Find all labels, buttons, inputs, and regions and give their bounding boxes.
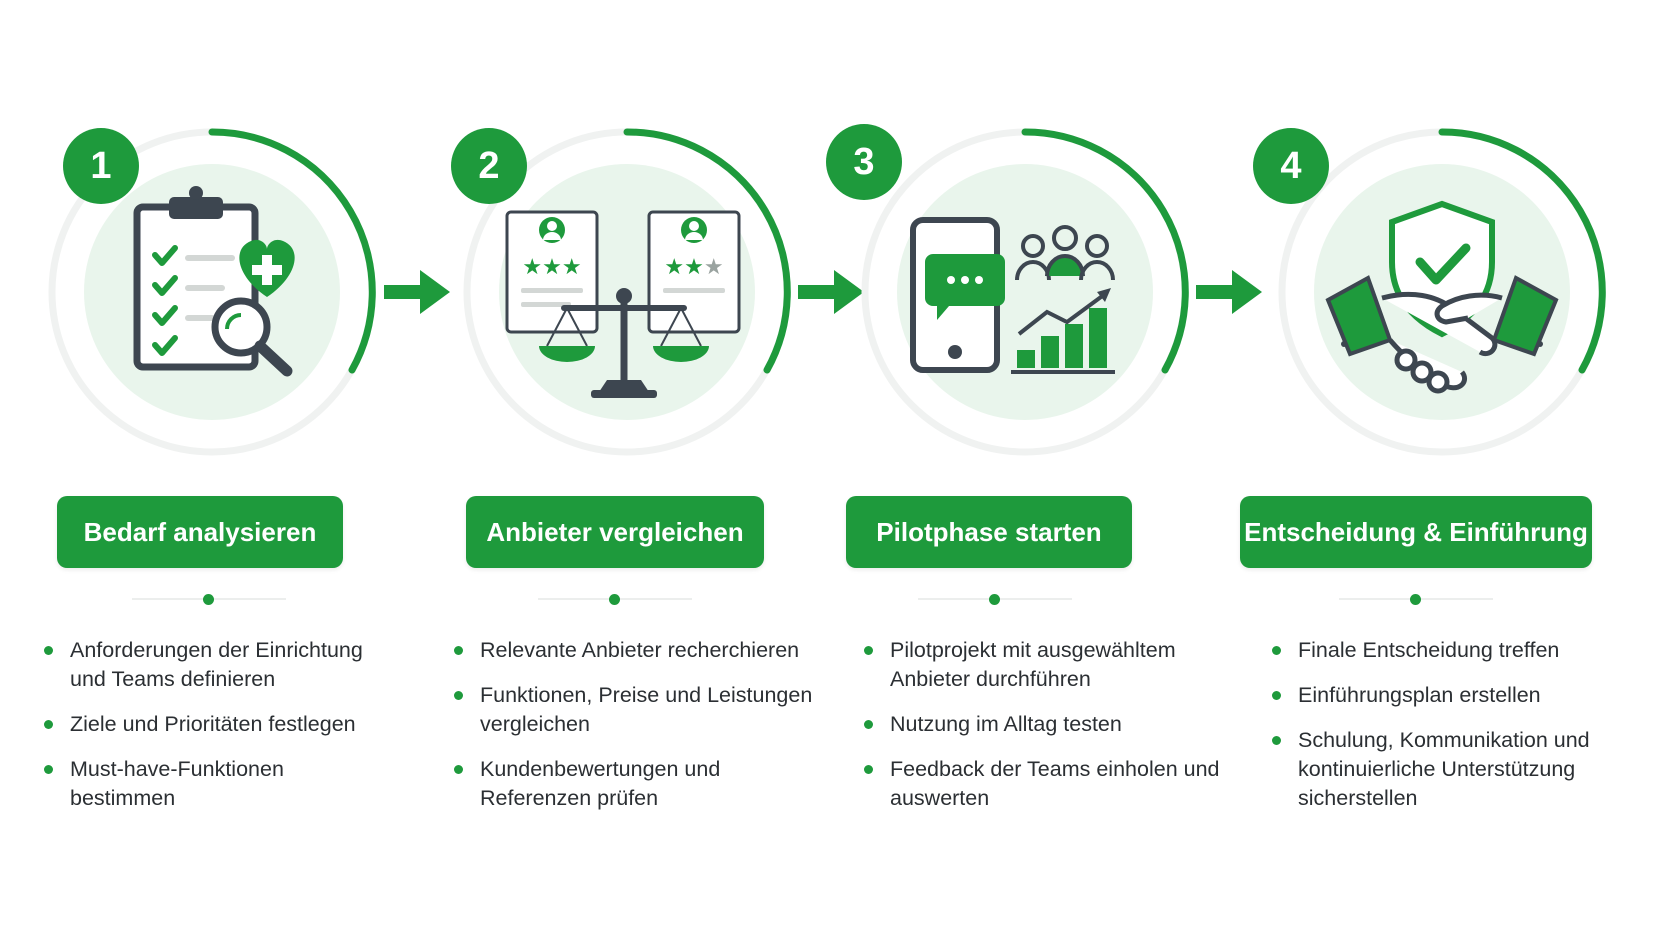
list-item: Kundenbewertungen und Referenzen prüfen: [454, 755, 814, 813]
shield-check-handshake-icon: [1325, 200, 1559, 394]
step-2-title-text: Anbieter vergleichen: [486, 516, 744, 547]
step-2-number: 2: [478, 144, 500, 187]
step-4-title-text: Entscheidung & Einführung: [1244, 516, 1588, 547]
step-2-title: Anbieter vergleichen: [466, 496, 764, 568]
list-item: Finale Entscheidung treffen: [1272, 636, 1632, 665]
list-item: Ziele und Prioritäten festlegen: [44, 710, 394, 739]
step-4-number: 4: [1280, 144, 1302, 187]
step-2-ring: ★★★ ★★★: [459, 124, 795, 460]
list-item: Nutzung im Alltag testen: [864, 710, 1224, 739]
step-4-number-badge: 4: [1253, 128, 1329, 204]
step-4-title: Entscheidung & Einführung: [1240, 496, 1592, 568]
svg-text:★★★: ★★★: [664, 255, 723, 280]
step-3-title: Pilotphase starten: [846, 496, 1132, 568]
list-item: Feedback der Teams einholen und auswerte…: [864, 755, 1224, 813]
step-1-number: 1: [90, 144, 112, 187]
step-1-separator-dot: [203, 594, 214, 605]
step-4-separator-dot: [1410, 594, 1421, 605]
step-3-number-badge: 3: [826, 124, 902, 200]
arrow-right-icon: [798, 270, 864, 314]
step-1-number-badge: 1: [63, 128, 139, 204]
list-item: Pilotprojekt mit ausgewähltem Anbieter d…: [864, 636, 1224, 694]
profile-cards-scale-icon: ★★★ ★★★: [505, 210, 741, 398]
step-3: 3 Pilotphase starten Pilotprojekt mit au…: [826, 0, 1230, 941]
step-3-title-text: Pilotphase starten: [876, 516, 1102, 547]
step-1-title-text: Bedarf analysieren: [83, 516, 317, 547]
svg-text:★★★: ★★★: [522, 255, 581, 280]
step-3-bullet-list: Pilotprojekt mit ausgewähltem Anbieter d…: [864, 636, 1224, 829]
step-4: 4 Entscheidung & Einführung Finale Entsc…: [1240, 0, 1672, 941]
step-1-ring: [44, 124, 380, 460]
arrow-right-icon: [1196, 270, 1262, 314]
step-3-separator-dot: [989, 594, 1000, 605]
list-item: Anforderungen der Einrichtung und Teams …: [44, 636, 394, 694]
step-1: 1 Bedarf analysieren Anforderungen der E…: [0, 0, 400, 941]
step-3-ring: [857, 124, 1193, 460]
step-2-number-badge: 2: [451, 128, 527, 204]
list-item: Einführungsplan erstellen: [1272, 681, 1632, 710]
step-2: ★★★ ★★★ 2 Anbieter vergleichen: [414, 0, 814, 941]
clipboard-checklist-heart-magnifier-icon: [133, 186, 295, 377]
step-1-bullet-list: Anforderungen der Einrichtung und Teams …: [44, 636, 394, 829]
arrow-right-icon: [384, 270, 450, 314]
phone-chat-team-growth-chart-icon: [910, 217, 1115, 374]
list-item: Funktionen, Preise und Leistungen vergle…: [454, 681, 814, 739]
step-1-title: Bedarf analysieren: [57, 496, 343, 568]
step-4-ring: [1274, 124, 1610, 460]
step-3-number: 3: [853, 140, 875, 183]
step-4-bullet-list: Finale Entscheidung treffen Einführungsp…: [1272, 636, 1632, 829]
list-item: Relevante Anbieter recherchieren: [454, 636, 814, 665]
list-item: Must-have-Funktionen bestimmen: [44, 755, 394, 813]
step-2-bullet-list: Relevante Anbieter recherchieren Funktio…: [454, 636, 814, 829]
list-item: Schulung, Kommunikation und kontinuierli…: [1272, 726, 1632, 813]
step-2-separator-dot: [609, 594, 620, 605]
